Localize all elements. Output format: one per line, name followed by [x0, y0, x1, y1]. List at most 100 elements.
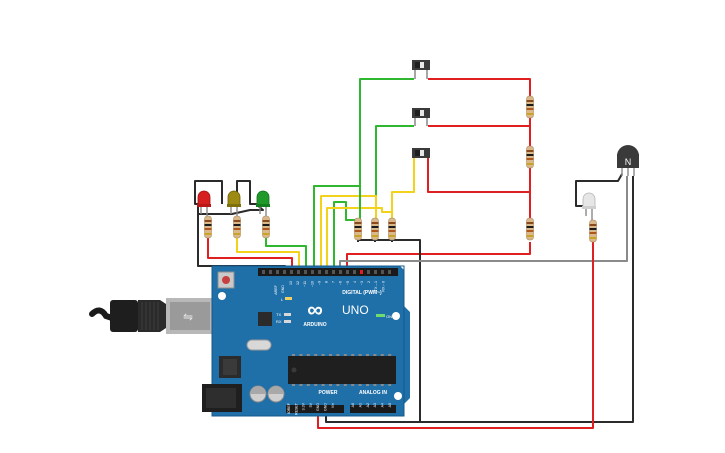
brand-label: ARDUINO	[303, 322, 326, 328]
usb-chip	[258, 312, 272, 326]
chip-pin	[314, 354, 318, 356]
wire-red-switch3[interactable]	[427, 158, 531, 220]
pin-label: A5	[388, 403, 392, 407]
pin-label: 13	[289, 281, 293, 285]
led-on-label: ON	[386, 314, 392, 319]
pin-label: 3.3V	[302, 402, 306, 410]
pin-label: TX→1	[374, 281, 378, 291]
usb-icon: ⇋	[183, 310, 193, 324]
chip-pin	[336, 384, 340, 386]
wire-yellow-led-to-pin[interactable]	[236, 238, 300, 270]
pin-label: ~3	[360, 281, 364, 285]
chip-pin	[306, 384, 310, 386]
chip-pin	[388, 384, 392, 386]
led-yellow[interactable]	[227, 190, 241, 216]
pin-label: GND	[324, 403, 328, 411]
pin-label: RESET	[294, 402, 298, 415]
pin-label: A4	[381, 403, 385, 407]
slide-switch-2[interactable]	[412, 108, 430, 126]
chip-pin	[358, 354, 362, 356]
wire-gray-signal[interactable]	[339, 176, 628, 270]
chip-pin	[314, 384, 318, 386]
pin-label: A2	[366, 403, 370, 407]
analog-header	[350, 405, 396, 413]
capacitor-1	[249, 385, 267, 403]
capacitor-2	[267, 385, 285, 403]
pin-label: A0	[351, 403, 355, 407]
resistor-switch2[interactable]	[526, 145, 534, 169]
pin-label: A1	[358, 403, 362, 407]
pin-label: RX←0	[381, 281, 385, 292]
chip-pin	[336, 354, 340, 356]
pin-label: ~11	[303, 281, 307, 287]
wire-black-transistor-gnd[interactable]	[420, 176, 634, 423]
pin-label: 12	[296, 281, 300, 285]
pin-label: A3	[373, 403, 377, 407]
pin-label: ~5	[346, 281, 350, 285]
usb-cable: ⇋	[89, 298, 214, 334]
slide-switch-3[interactable]	[412, 148, 430, 158]
wire-green-switch2[interactable]	[375, 125, 414, 220]
wire-black-resistor-bus[interactable]	[325, 239, 421, 423]
wire-yellow-switch3[interactable]	[391, 158, 415, 220]
resistor-input3[interactable]	[388, 217, 396, 241]
resistor-white-led[interactable]	[589, 219, 597, 243]
model-label: UNO	[342, 303, 369, 317]
chip-pin	[292, 354, 295, 356]
pin-label: IOREF	[287, 402, 291, 414]
chip-pin	[329, 384, 332, 386]
chip-pin	[366, 384, 369, 386]
chip-pin	[351, 354, 355, 356]
led-red[interactable]	[197, 190, 211, 216]
chip-pin	[306, 354, 310, 356]
wire-yellow-to-pin[interactable]	[326, 207, 393, 270]
resistor-switch3[interactable]	[526, 217, 534, 241]
wire-black-phototransistor[interactable]	[575, 173, 623, 207]
pin-label: GND	[316, 403, 320, 411]
npn-transistor[interactable]: N	[617, 145, 639, 176]
chip-pin	[358, 384, 362, 386]
led-white[interactable]	[582, 192, 596, 220]
atmega-chip	[288, 354, 396, 386]
pin-label: ~9	[317, 281, 321, 285]
wire-yellow2-to-pin[interactable]	[320, 195, 377, 270]
resistor-led-yellow[interactable]	[233, 215, 241, 239]
resistor-led-green[interactable]	[262, 215, 270, 239]
chip-pin	[366, 354, 369, 356]
wire-red-switch1[interactable]	[428, 78, 531, 100]
chip-pin	[343, 384, 347, 386]
pin-label: 5V	[309, 402, 313, 407]
chip-pin	[373, 384, 377, 386]
resistor-switch1[interactable]	[526, 95, 534, 119]
wire-green-to-pin[interactable]	[333, 201, 360, 270]
chip-pin	[321, 384, 325, 386]
chip-pin	[380, 384, 384, 386]
resistor-led-red[interactable]	[204, 215, 212, 239]
wire-green-led-to-pin[interactable]	[265, 238, 307, 270]
chip-pin	[329, 354, 332, 356]
pin-label: 7	[332, 281, 336, 283]
power-label: POWER	[319, 390, 338, 396]
pin-label: 2	[367, 281, 371, 283]
resistor-input2[interactable]	[371, 217, 379, 241]
wire-green2-to-pin[interactable]	[313, 185, 361, 270]
wire-red-5v[interactable]	[317, 240, 594, 429]
wire-green-switch1[interactable]	[359, 78, 414, 220]
resistor-input1[interactable]	[354, 217, 362, 241]
chip-pin	[351, 384, 355, 386]
wire-red-led-to-pin[interactable]	[207, 238, 293, 270]
chip-pin	[388, 354, 392, 356]
slide-switch-1[interactable]	[412, 60, 430, 79]
pin-label: ~6	[339, 281, 343, 285]
wire-red-switch2[interactable]	[428, 125, 531, 150]
chip-pin	[343, 354, 347, 356]
chip-pin	[299, 384, 303, 386]
led-green[interactable]	[256, 190, 270, 216]
power-header	[286, 405, 344, 413]
analog-label: ANALOG IN	[359, 390, 387, 396]
